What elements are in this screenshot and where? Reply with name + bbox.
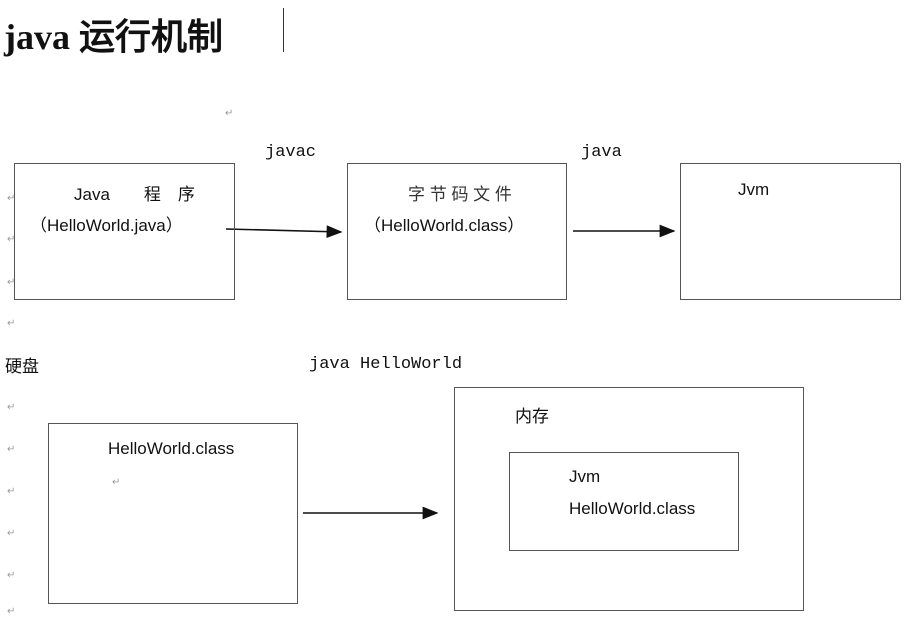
jvm-box-label: Jvm [738,180,770,199]
run-command: java HelloWorld [309,355,463,374]
memory-box [454,387,804,611]
inner-class-label: HelloWorld.class [569,499,696,518]
disk-label: 硬盘 [5,357,39,376]
paragraph-mark: ↵ [7,318,16,329]
jvm-inner-box [509,452,739,551]
paragraph-mark: ↵ [7,193,16,204]
paragraph-mark: ↵ [7,570,16,581]
memory-label: 内存 [515,407,549,426]
paragraph-mark: ↵ [7,606,16,617]
arrow-javac [225,225,343,239]
java-label: java [581,143,622,162]
paragraph-mark: ↵ [112,477,121,488]
bytecode-box-line1: 字 节 码 文 件 [408,185,512,204]
javac-label: javac [265,143,317,162]
paragraph-mark: ↵ [7,528,16,539]
paragraph-mark: ↵ [7,234,16,245]
paragraph-mark: ↵ [7,277,16,288]
source-box-line2: （HelloWorld.java） [30,216,183,235]
bytecode-file-box [347,163,567,300]
disk-box [48,423,298,604]
jvm-box [680,163,901,300]
bytecode-box-line2: （HelloWorld.class） [364,216,525,235]
source-box-line1: Java 程 序 [74,185,195,204]
disk-box-file: HelloWorld.class [108,439,235,458]
text-cursor [283,8,284,52]
paragraph-mark: ↵ [7,486,16,497]
paragraph-mark: ↵ [225,108,234,119]
paragraph-mark: ↵ [7,402,16,413]
source-file-box [14,163,235,300]
inner-jvm-label: Jvm [569,467,601,486]
paragraph-mark: ↵ [7,444,16,455]
document-title: java 运行机制 [4,17,223,57]
